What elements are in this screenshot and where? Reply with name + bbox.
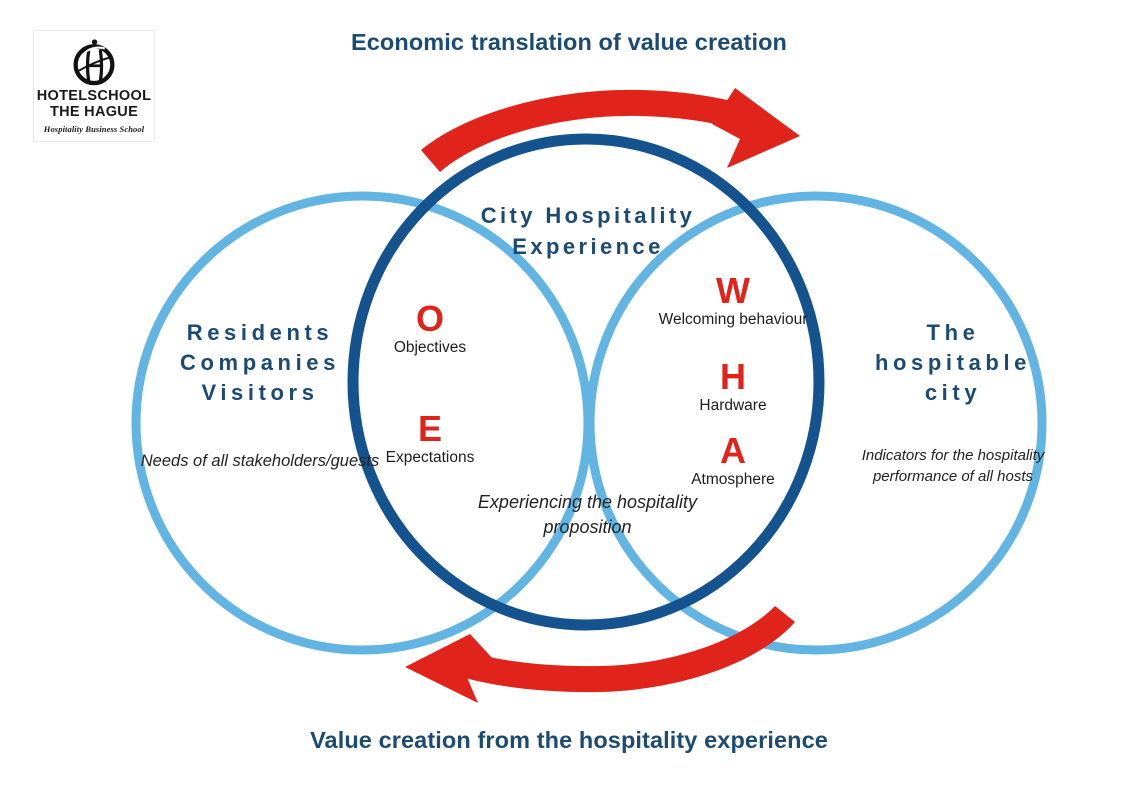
left-lens-letter-o: O	[415, 298, 444, 339]
bottom-banner-heading: Value creation from the hospitality expe…	[310, 727, 828, 753]
left-lens-label-expectations: Expectations	[385, 449, 475, 466]
bottom-counterclockwise-arrow	[405, 606, 795, 703]
right-circle-note: Indicators for the hospitality performan…	[861, 447, 1045, 485]
center-title-line1: City Hospitality	[480, 203, 696, 228]
left-circle-note: Needs of all stakeholders/guests	[140, 452, 380, 470]
top-clockwise-arrow	[421, 88, 800, 172]
left-circle-heading-line1: Residents	[186, 320, 334, 345]
left-lens-item-objectives: O Objectives	[355, 300, 505, 357]
right-lens-label-hardware: Hardware	[699, 397, 767, 414]
right-circle-outline	[585, 191, 1047, 655]
center-note: Experiencing the hospitality proposition	[477, 492, 698, 537]
right-lens-label-welcoming-behaviour: Welcoming behaviour	[658, 311, 808, 328]
right-circle-heading-line1: The	[926, 320, 980, 345]
right-lens-letter-h: H	[720, 356, 746, 397]
left-lens-letter-e: E	[417, 408, 442, 449]
center-title-line2: Experience	[512, 234, 664, 259]
left-lens-label-objectives: Objectives	[393, 339, 467, 356]
left-lens-item-expectations: E Expectations	[355, 410, 505, 467]
logo-text-line1: HOTELSCHOOL	[36, 88, 152, 104]
left-circle-heading: Residents Companies Visitors	[130, 318, 390, 408]
left-circle-heading-line2: Companies	[180, 350, 340, 375]
right-circle-heading-line2: hospitable	[874, 350, 1031, 375]
hotelschool-crest-icon	[73, 39, 115, 86]
logo-tagline: Hospitality Business School	[43, 124, 145, 134]
hotelschool-logo: HOTELSCHOOL THE HAGUE Hospitality Busine…	[33, 30, 155, 142]
right-circle-heading-line3: city	[924, 380, 982, 405]
left-circle-heading-line3: Visitors	[201, 380, 319, 405]
top-banner-heading: Economic translation of value creation	[350, 29, 788, 55]
right-lens-label-atmosphere: Atmosphere	[691, 471, 775, 488]
right-lens-letter-w: W	[716, 270, 750, 311]
right-lens-item-hardware: H Hardware	[658, 358, 808, 415]
logo-text-line2: THE HAGUE	[49, 103, 139, 120]
city-hospitality-experience-ellipse	[347, 133, 825, 631]
right-lens-letter-a: A	[720, 430, 746, 471]
center-title: City Hospitality Experience	[423, 200, 753, 262]
right-lens-item-welcoming-behaviour: W Welcoming behaviour	[658, 272, 808, 329]
right-circle-heading: The hospitable city	[838, 318, 1068, 408]
right-lens-item-atmosphere: A Atmosphere	[658, 432, 808, 489]
